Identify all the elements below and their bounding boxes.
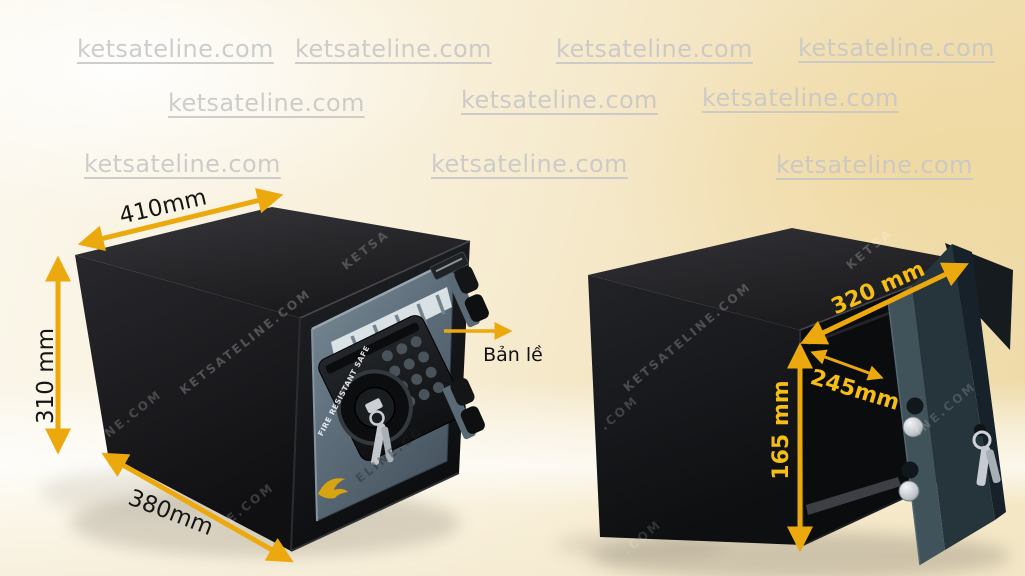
electronic-keypad	[318, 315, 466, 461]
dimension-arrow	[101, 452, 294, 563]
dimension-left-height: 310 mm	[33, 255, 71, 455]
interior-shelf-edge	[806, 477, 901, 515]
door-hinge-top	[446, 266, 489, 328]
background-watermark: ketsateline.com	[461, 86, 658, 114]
background-watermark: ketsateline.com	[168, 89, 365, 117]
door-top-bevel	[311, 257, 455, 331]
background-watermark: ketsateline.com	[295, 35, 492, 63]
right-safe: KETSATELINE.COM KETSA .COM INE.COM .COM	[555, 226, 1013, 576]
background-watermark: ketsateline.com	[84, 150, 281, 178]
dimension-label: 165 mm	[769, 380, 794, 479]
hinge-callout-label: Bản lề	[483, 344, 543, 366]
dimension-arrow	[810, 349, 884, 381]
background-watermark: ketsateline.com	[776, 151, 973, 179]
door-hinge-bottom	[442, 378, 485, 440]
dimension-arrow	[77, 187, 284, 252]
left-safe-top-front-edge	[299, 240, 471, 319]
lock-knob	[336, 369, 413, 446]
dimension-label: 310 mm	[33, 328, 59, 424]
background-watermark: ketsateline.com	[798, 34, 995, 62]
right-safe-top-face	[588, 228, 972, 330]
background-watermark: ketsateline.com	[556, 35, 753, 63]
door-top-label	[430, 251, 469, 280]
door-locking-bolts	[898, 397, 924, 502]
right-safe-keys	[972, 424, 1001, 486]
background-watermark: ketsateline.com	[77, 35, 274, 63]
left-safe: FIRE RESISTANT SAFE KETSATELINE.COM	[40, 207, 489, 557]
left-safe-front-bottom-edge	[290, 472, 460, 552]
dimension-arrow	[800, 262, 969, 345]
right-safe-side-face	[588, 275, 803, 545]
left-safe-keys	[369, 410, 394, 465]
background-watermark: ketsateline.com	[702, 84, 899, 112]
door-left-bevel	[311, 328, 318, 522]
hinge-callout: Bản lề	[444, 321, 543, 366]
dimension-right-height: 165 mm	[769, 342, 813, 553]
gold-eagle-logo	[318, 478, 348, 499]
background-watermark: ketsateline.com	[431, 150, 628, 178]
